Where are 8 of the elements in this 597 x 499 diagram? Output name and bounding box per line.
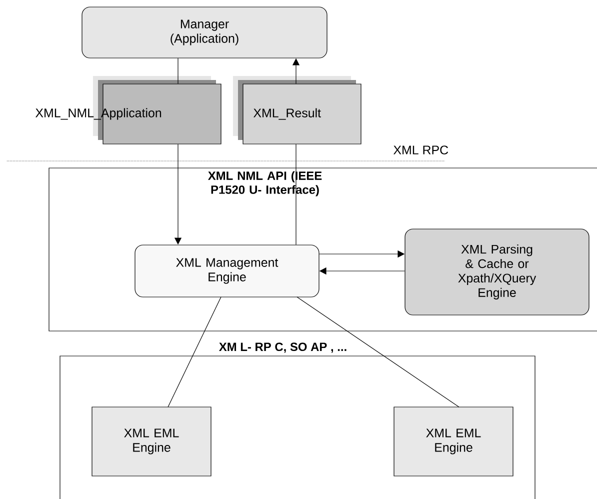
process-box: XML EML Engine — [394, 406, 514, 476]
process-box: XML Parsing & Cache or Xpath/XQuery Engine — [404, 228, 590, 316]
node-label: XM L- RP C, SO AP , ... — [219, 342, 346, 353]
process-box: Manager (Application) — [82, 6, 328, 58]
process-box: XML Management Engine — [134, 244, 320, 298]
process-box: XML EML Engine — [92, 406, 212, 476]
message-box: XML_Result — [233, 76, 362, 144]
annotation: XML RPC — [393, 146, 448, 154]
